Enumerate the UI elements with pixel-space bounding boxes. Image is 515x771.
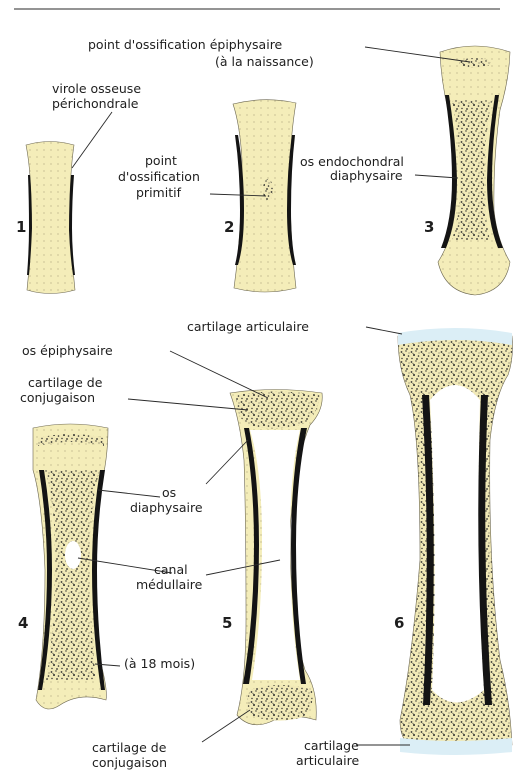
label-primary-point-line3: primitif bbox=[136, 185, 182, 200]
label-conjugation-cartilage-top-line2: conjugaison bbox=[20, 390, 95, 405]
label-conjugation-cartilage-bottom-line1: cartilage de bbox=[92, 740, 167, 755]
label-articular-cartilage-top: cartilage articulaire bbox=[187, 319, 309, 334]
label-articular-cartilage-bottom-line2: articulaire bbox=[296, 753, 359, 768]
label-epiphyseal-bone: os épiphysaire bbox=[22, 343, 113, 358]
medullary-canal-stage-4 bbox=[65, 541, 81, 569]
label-primary-point-line2: d'ossification bbox=[118, 169, 200, 184]
label-articular-cartilage-bottom-line1: cartilage bbox=[304, 738, 359, 753]
bone-stage-4 bbox=[33, 424, 108, 709]
label-virole-line2: périchondrale bbox=[52, 96, 139, 111]
label-diaphyseal-bone-line1: os bbox=[162, 485, 176, 500]
label-virole-line1: virole osseuse bbox=[52, 81, 141, 96]
epiphyseal-ossification-point bbox=[459, 58, 491, 68]
label-epiphyseal-point-line2: (à la naissance) bbox=[215, 54, 314, 69]
stage-number-3: 3 bbox=[424, 218, 434, 236]
label-endochondral-line1: os endochondral bbox=[300, 154, 404, 169]
stage-number-6: 6 bbox=[394, 614, 404, 632]
bone-stage-6 bbox=[398, 328, 513, 755]
label-medullary-canal-line2: médullaire bbox=[136, 577, 203, 592]
label-epiphyseal-point-line1: point d'ossification épiphysaire bbox=[88, 37, 283, 52]
stage-number-4: 4 bbox=[18, 614, 28, 632]
label-endochondral-line2: diaphysaire bbox=[330, 168, 403, 183]
label-medullary-canal-line1: canal bbox=[154, 562, 188, 577]
label-diaphyseal-bone-line2: diaphysaire bbox=[130, 500, 203, 515]
stage-number-5: 5 bbox=[222, 614, 232, 632]
bone-stage-5 bbox=[230, 390, 322, 725]
bone-stage-3 bbox=[438, 46, 510, 295]
label-conjugation-cartilage-top-line1: cartilage de bbox=[28, 375, 103, 390]
label-age-18-months: (à 18 mois) bbox=[124, 656, 195, 671]
stage-number-1: 1 bbox=[16, 218, 26, 236]
primary-ossification-point bbox=[263, 179, 273, 201]
label-primary-point-line1: point bbox=[145, 153, 177, 168]
label-conjugation-cartilage-bottom-line2: conjugaison bbox=[92, 755, 167, 770]
bone-stage-1 bbox=[26, 142, 75, 294]
stage-number-2: 2 bbox=[224, 218, 234, 236]
